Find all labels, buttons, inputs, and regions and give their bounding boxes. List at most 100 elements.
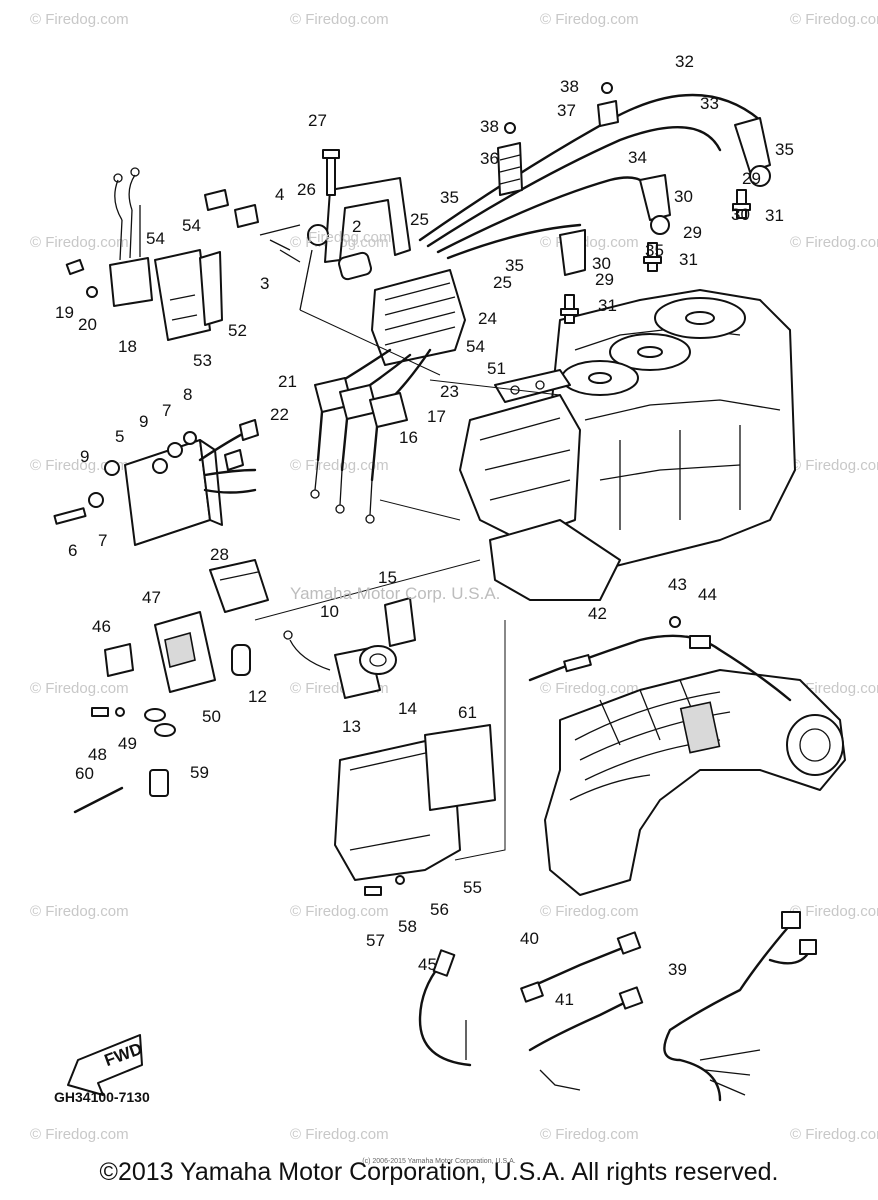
callout-label: 48 xyxy=(88,745,107,764)
starter-switch xyxy=(283,597,416,699)
callout-label: 33 xyxy=(700,94,719,113)
callout-label: 28 xyxy=(210,545,229,564)
callout-label: 30 xyxy=(731,205,750,224)
callout-label: 20 xyxy=(78,315,97,334)
callout-label: 4 xyxy=(275,185,284,204)
watermark-text: © Firedog.com xyxy=(790,457,878,474)
fuse-holder xyxy=(104,611,216,693)
small-clips xyxy=(91,707,176,737)
watermark-text: © Firedog.com xyxy=(30,457,129,474)
callout-label: 32 xyxy=(675,52,694,71)
callout-label: 29 xyxy=(683,223,702,242)
callout-label: 14 xyxy=(398,699,417,718)
rectifier-regulator xyxy=(65,167,153,307)
callout-label: 22 xyxy=(270,405,289,424)
callout-label: 5 xyxy=(115,427,124,446)
callout-label: 10 xyxy=(320,602,339,621)
callout-label: 6 xyxy=(68,541,77,560)
electrical-box-cover xyxy=(334,620,506,896)
callout-label: 31 xyxy=(765,206,784,225)
callout-label: 55 xyxy=(463,878,482,897)
callout-label: 60 xyxy=(75,764,94,783)
callout-label: 45 xyxy=(418,955,437,974)
sensor-lead-45 xyxy=(418,949,472,1067)
callout-label: 56 xyxy=(430,900,449,919)
callout-labels: 2345677899101213141516171819202122232425… xyxy=(55,52,794,1009)
callout-label: 25 xyxy=(410,210,429,229)
callout-label: 36 xyxy=(480,149,499,168)
callout-label: 27 xyxy=(308,111,327,130)
callout-label: 54 xyxy=(182,216,201,235)
callout-label: 29 xyxy=(742,169,761,188)
watermark-text: © Firedog.com xyxy=(290,11,389,28)
ignition-coil-assembly xyxy=(310,269,466,524)
callout-label: 31 xyxy=(679,250,698,269)
callout-label: 53 xyxy=(193,351,212,370)
callout-label: 17 xyxy=(427,407,446,426)
callout-label: 7 xyxy=(162,401,171,420)
callout-label: 38 xyxy=(560,77,579,96)
spark-plugs xyxy=(560,189,751,324)
callout-label: 23 xyxy=(440,382,459,401)
callout-label: 34 xyxy=(628,148,647,167)
callout-label: 54 xyxy=(466,337,485,356)
watermark-text: © Firedog.com xyxy=(540,903,639,920)
callout-label: 29 xyxy=(595,270,614,289)
callout-label: 41 xyxy=(555,990,574,1009)
callout-label: 57 xyxy=(366,931,385,950)
watermark-text: © Firedog.com xyxy=(540,234,639,251)
callout-label: 25 xyxy=(493,273,512,292)
callout-label: 24 xyxy=(478,309,497,328)
watermark-text: © Firedog.com xyxy=(30,903,129,920)
callout-label: 35 xyxy=(505,256,524,275)
callout-label: 42 xyxy=(588,604,607,623)
callout-label: 7 xyxy=(98,531,107,550)
copyright-footer: ©2013 Yamaha Motor Corporation, U.S.A. A… xyxy=(99,1158,779,1186)
callout-label: 26 xyxy=(297,180,316,199)
callout-label: 16 xyxy=(399,428,418,447)
callout-label: 61 xyxy=(458,703,477,722)
callout-label: 15 xyxy=(378,568,397,587)
callout-label: 40 xyxy=(520,929,539,948)
watermark-text: © Firedog.com xyxy=(540,680,639,697)
callout-label: 12 xyxy=(248,687,267,706)
callout-label: 9 xyxy=(139,412,148,431)
callout-label: 8 xyxy=(183,385,192,404)
fwd-direction-arrow: FWD xyxy=(67,1034,145,1096)
callout-label: 39 xyxy=(668,960,687,979)
sensor-parts xyxy=(204,189,329,311)
callout-label: 19 xyxy=(55,303,74,322)
callout-label: 51 xyxy=(487,359,506,378)
exhaust-muffler xyxy=(544,669,846,896)
engine-block xyxy=(544,289,796,571)
coil-bracket xyxy=(322,149,411,281)
watermark-text: © Firedog.com xyxy=(290,1126,389,1143)
intake-manifold xyxy=(459,369,621,601)
watermark-text: © Firedog.com xyxy=(30,680,129,697)
callout-label: 43 xyxy=(668,575,687,594)
leads-40-41 xyxy=(520,931,644,1091)
wire-harness xyxy=(663,911,817,1102)
callout-label: 44 xyxy=(698,585,717,604)
callout-label: 52 xyxy=(228,321,247,340)
cdi-unit xyxy=(53,419,259,546)
callout-label: 47 xyxy=(142,588,161,607)
watermark-text: © Firedog.com xyxy=(30,11,129,28)
inline-watermark: Firedog.com xyxy=(308,229,391,246)
callout-label: 2 xyxy=(352,217,361,236)
leader-lines xyxy=(254,309,561,621)
watermark-text: © Firedog.com xyxy=(790,1126,878,1143)
callout-label: 13 xyxy=(342,717,361,736)
callout-label: 59 xyxy=(190,763,209,782)
callout-label: 54 xyxy=(146,229,165,248)
callout-label: 35 xyxy=(645,241,664,260)
center-watermark: Yamaha Motor Corp. U.S.A. xyxy=(290,584,500,603)
diagram-code: GH34100-7130 xyxy=(54,1089,150,1105)
callout-label: 30 xyxy=(674,187,693,206)
callout-label: 18 xyxy=(118,337,137,356)
watermark-text: © Firedog.com xyxy=(790,11,878,28)
watermark-text: © Firedog.com xyxy=(540,1126,639,1143)
callout-label: 46 xyxy=(92,617,111,636)
callout-label: 30 xyxy=(592,254,611,273)
